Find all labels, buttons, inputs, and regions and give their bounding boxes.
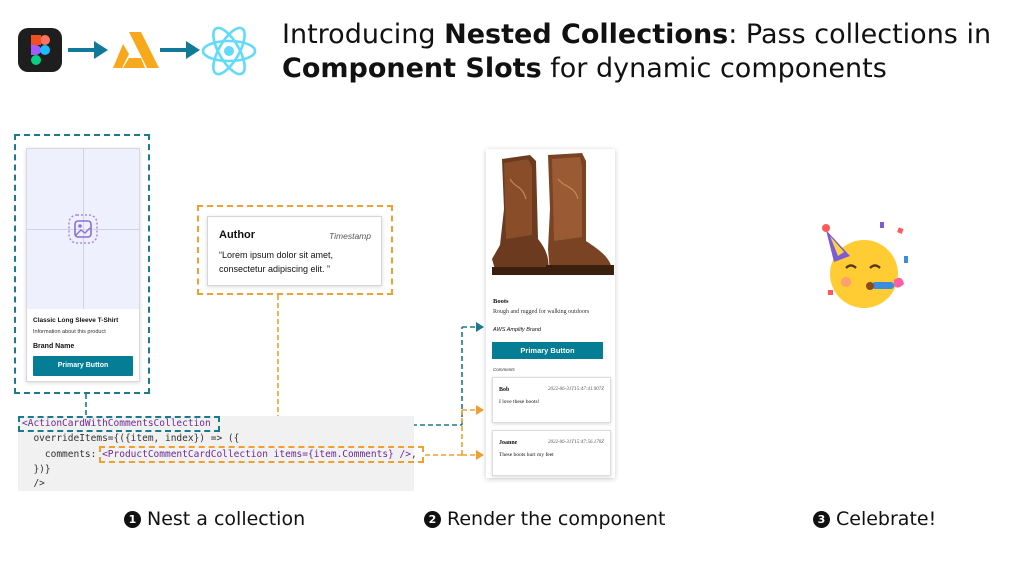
code-line-4: })} (22, 464, 51, 475)
boots-image (486, 149, 615, 289)
comment-card-preview[interactable]: Author Timestamp “Lorem ipsum dolor sit … (207, 216, 382, 286)
code-highlight-orange (99, 446, 424, 463)
arrow-head-icon-2 (186, 41, 200, 59)
arrow-icon-2 (160, 48, 188, 52)
comment-time: 2022-06-31T15:47:41.907Z (548, 387, 604, 392)
product-primary-button[interactable]: Primary Button (492, 342, 603, 359)
code-highlight-teal (18, 416, 220, 432)
comment-body: “Lorem ipsum dolor sit amet, consectetur… (219, 250, 334, 274)
product-brand: AWS Amplify Brand (493, 327, 541, 333)
arrow-head-icon (94, 41, 108, 59)
code-line-2: overrideItems={({item, index}) => ({ (22, 433, 240, 444)
card-selection-outline (14, 134, 150, 394)
arrow-icon (68, 48, 96, 52)
amplify-icon (113, 30, 159, 70)
product-title: Boots (493, 298, 509, 305)
comment-author: Author (219, 229, 256, 241)
primary-button[interactable]: Primary Button (33, 356, 133, 376)
card-image-placeholder (27, 149, 139, 309)
comment-timestamp: Timestamp (329, 231, 371, 241)
comments-label: Comments (493, 367, 515, 372)
card-title: Classic Long Sleeve T-Shirt (33, 317, 119, 324)
comment-row[interactable]: Bob 2022-06-31T15:47:41.907Z I love thes… (492, 377, 611, 423)
comment-name: Joanne (499, 440, 518, 446)
party-face-icon (820, 216, 912, 316)
code-line-1: <ActionCardWithCommentsCollection (22, 418, 211, 429)
comment-text: These boots hurt my feet (499, 452, 554, 458)
code-block: <ActionCardWithCommentsCollection overri… (18, 416, 424, 491)
card-description: Information about this product (33, 329, 106, 335)
comment-text: I love these boots! (499, 399, 540, 405)
react-icon (200, 24, 258, 78)
product-card-preview[interactable]: Classic Long Sleeve T-Shirt Information … (26, 148, 140, 382)
comment-name: Bob (499, 387, 510, 393)
card-brand: Brand Name (33, 343, 75, 350)
product-description: Rough and rugged for walking outdoors (493, 309, 590, 315)
image-icon (68, 214, 98, 244)
comment-row[interactable]: Joanne 2022-06-31T15:47:56.170Z These bo… (492, 430, 611, 476)
figma-icon (18, 28, 62, 72)
rendered-product-card[interactable]: Boots Rough and rugged for walking outdo… (486, 149, 615, 478)
page-title: Introducing Nested Collections: Pass col… (282, 19, 992, 84)
code-line-5: /> (22, 478, 45, 489)
comment-time: 2022-06-31T15:47:56.170Z (548, 440, 604, 445)
comment-card-outline (197, 205, 393, 295)
code-line-3: comments: <ProductCommentCardCollection … (22, 449, 417, 460)
